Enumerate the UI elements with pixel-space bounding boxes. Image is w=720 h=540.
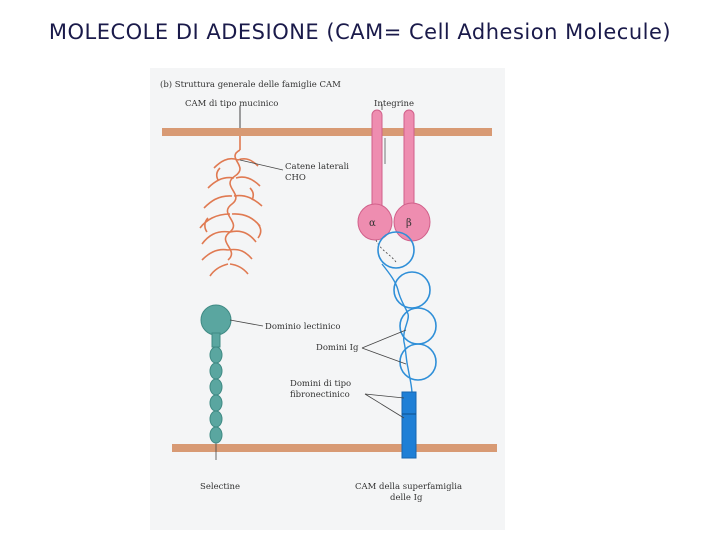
label-mucin-cam: CAM di tipo mucinico — [185, 99, 279, 109]
label-ig-superfamily-1: CAM della superfamiglia — [355, 482, 463, 492]
label-fibronectin-2: fibronectinico — [290, 390, 350, 400]
selectin — [200, 304, 232, 460]
slide-title: MOLECOLE DI ADESIONE (CAM= Cell Adhesion… — [48, 20, 672, 44]
label-ig-superfamily-2: delle Ig — [390, 493, 423, 503]
mucin-cam — [199, 106, 263, 277]
upper-membrane — [162, 128, 492, 136]
cam-families-figure: (b) Struttura generale delle famiglie CA… — [150, 68, 505, 530]
label-lectin-domain: Dominio lectinico — [265, 322, 341, 332]
lower-membrane — [172, 444, 497, 452]
integrin — [357, 109, 431, 242]
ig-superfamily-cam — [375, 231, 437, 459]
label-cho-chains-1: Catene laterali — [285, 162, 350, 172]
label-integrins: Integrine — [374, 99, 415, 109]
figure-caption: (b) Struttura generale delle famiglie CA… — [160, 80, 341, 90]
cam-diagram — [162, 104, 497, 460]
leader-lines — [229, 104, 407, 419]
label-ig-domains: Domini Ig — [316, 343, 359, 353]
label-cho-chains-2: CHO — [285, 173, 306, 183]
label-selectins: Selectine — [200, 482, 241, 492]
label-alpha: α — [369, 218, 376, 229]
label-beta: β — [406, 218, 412, 229]
label-fibronectin-1: Domini di tipo — [290, 379, 352, 389]
